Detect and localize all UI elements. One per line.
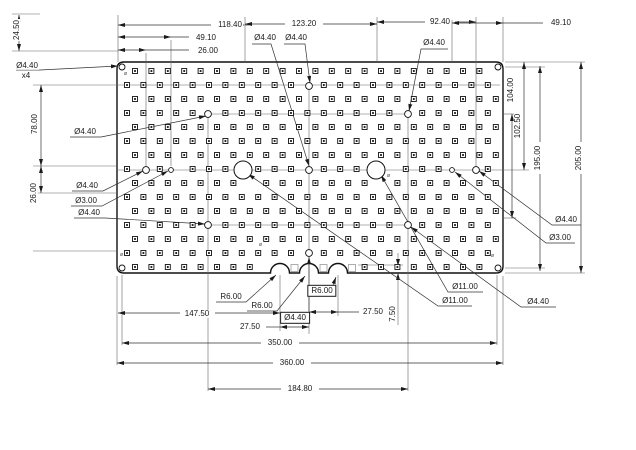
dia-11-00-2: Ø11.00 (441, 295, 469, 306)
dim-49-10-left: 49.10 (194, 32, 218, 43)
dia-4-40-left-1: Ø4.40 (73, 126, 97, 137)
dia-4-40-corner: Ø4.40 (15, 60, 39, 71)
dim-24-50: 24.50 (11, 18, 22, 42)
dia-4-40-left-2: Ø4.40 (75, 180, 99, 191)
rad-6-00-1: R6.00 (219, 291, 243, 302)
dim-27-50-left: 27.50 (238, 321, 262, 332)
svg-text:ø: ø (259, 242, 262, 248)
dia-4-40-top-2: Ø4.40 (284, 32, 308, 43)
dia-4-40-top-right: Ø4.40 (422, 37, 446, 48)
dia-11-00-1: Ø11.00 (451, 281, 479, 292)
svg-text:ø: ø (124, 71, 127, 77)
dim-360-00: 360.00 (278, 357, 306, 368)
dia-4-40-bottom: Ø4.40 (280, 311, 310, 325)
dim-195-00: 195.00 (532, 144, 543, 172)
svg-text:ø: ø (491, 253, 494, 259)
dim-26-00-left: 26.00 (28, 181, 39, 205)
dim-123-20: 123.20 (290, 18, 318, 29)
dia-3-00-left: Ø3.00 (74, 195, 98, 206)
dim-78-00: 78.00 (29, 112, 40, 136)
dim-350-00: 350.00 (266, 337, 294, 348)
corner-qty-x4: x4 (20, 70, 32, 81)
dim-49-10-right: 49.10 (549, 17, 573, 28)
dim-205-00: 205.00 (573, 144, 584, 172)
dim-7-50: 7.50 (387, 305, 398, 323)
dim-27-50-right: 27.50 (361, 306, 385, 317)
dim-102-50: 102.50 (512, 112, 523, 140)
dim-184-80: 184.80 (286, 383, 314, 394)
svg-text:ø: ø (120, 252, 123, 258)
svg-text:ø: ø (387, 173, 390, 179)
dim-104-00: 104.00 (505, 76, 516, 104)
dim-147-50: 147.50 (183, 308, 211, 319)
dia-4-40-right: Ø4.40 (554, 214, 578, 225)
dim-92-40: 92.40 (428, 16, 452, 27)
rad-6-00-3: R6.00 (307, 284, 337, 298)
dim-118-40: 118.40 (217, 19, 243, 30)
rad-6-00-2: R6.00 (250, 300, 274, 311)
dim-26-00-top: 26.00 (196, 45, 220, 56)
dia-4-40-top-1: Ø4.40 (253, 32, 277, 43)
dia-3-00-right: Ø3.00 (548, 232, 572, 243)
dia-4-40-bottom-right: Ø4.40 (526, 296, 550, 307)
dia-4-40-left-3: Ø4.40 (77, 207, 101, 218)
